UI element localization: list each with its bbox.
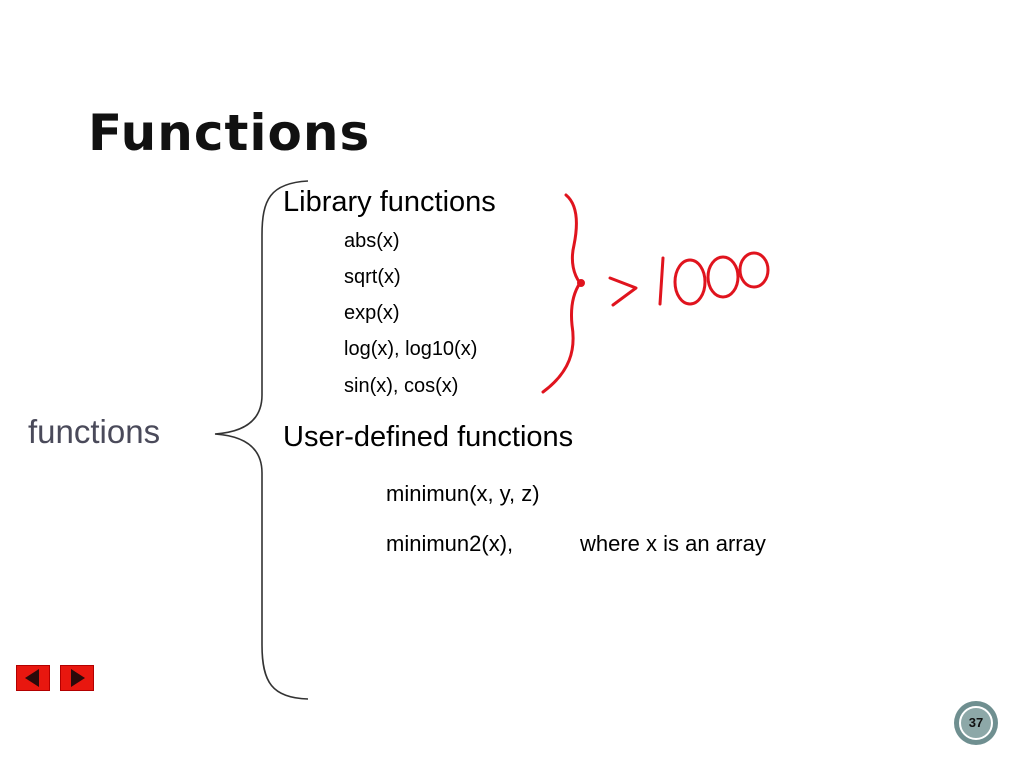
previous-slide-button[interactable] (16, 665, 50, 691)
handwritten-greater-than-1000 (608, 251, 770, 307)
user-item-minimun: minimun(x, y, z) (386, 481, 540, 506)
functions-label: functions (28, 413, 161, 450)
next-slide-button[interactable] (60, 665, 94, 691)
left-triangle-icon (25, 669, 39, 687)
page-number: 37 (959, 706, 993, 740)
user-item-note: where x is an array (580, 531, 766, 556)
library-item-exp: exp(x) (344, 302, 400, 324)
user-item-minimun2: minimun2(x), (386, 531, 514, 556)
library-item-sqrt: sqrt(x) (344, 266, 401, 288)
user-defined-functions-heading: User-defined functions (283, 421, 574, 453)
library-functions-heading: Library functions (283, 186, 496, 218)
handwritten-brace (541, 193, 585, 394)
library-item-log: log(x), log10(x) (344, 338, 478, 360)
library-item-trig: sin(x), cos(x) (344, 375, 459, 397)
page-number-badge: 37 (954, 701, 998, 745)
right-triangle-icon (71, 669, 85, 687)
library-item-abs: abs(x) (344, 230, 400, 252)
slide-title: Functions (88, 104, 371, 162)
